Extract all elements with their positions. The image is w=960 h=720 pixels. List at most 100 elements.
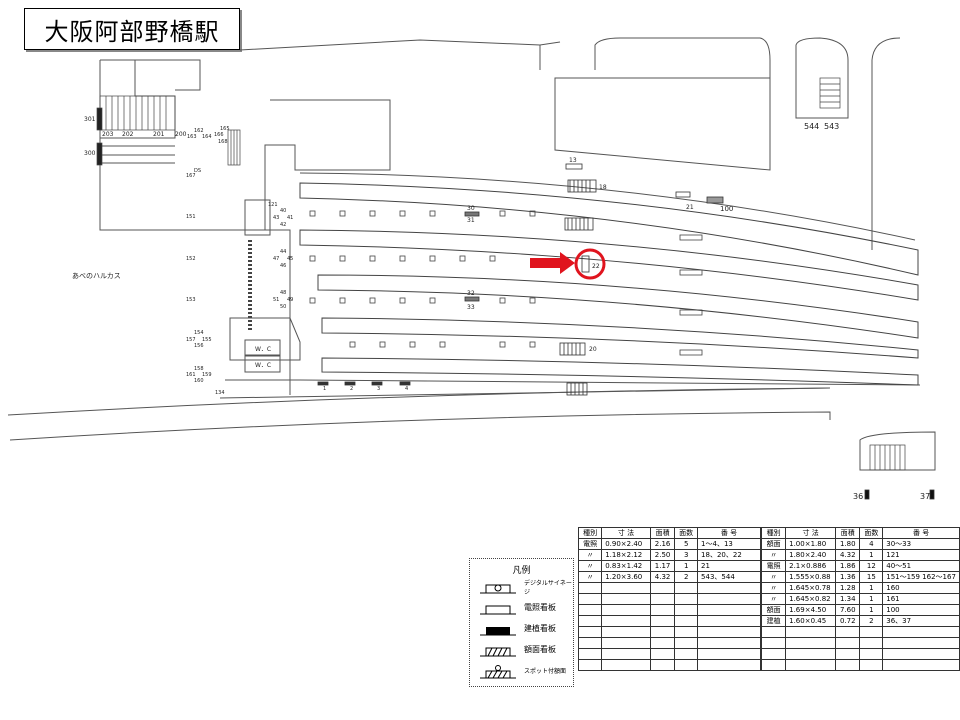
right-cell: 7.60: [835, 604, 861, 616]
legend-item-digital-signage: デジタルサイネージ: [470, 576, 573, 597]
right-cell: [882, 637, 960, 649]
label-163: 163: [187, 134, 197, 140]
left-cell: [674, 648, 699, 660]
right-cell: 100: [882, 604, 960, 616]
label-41: 41: [287, 215, 293, 221]
label-166: 166: [214, 132, 224, 138]
left-cell: [697, 593, 763, 605]
right-cell: 36、37: [882, 615, 960, 627]
left-cell: [649, 593, 676, 605]
label-42: 42: [280, 222, 286, 228]
left-cell: [697, 615, 763, 627]
right-cell: [785, 659, 837, 671]
right-cell: [760, 626, 787, 638]
right-cell: [835, 659, 861, 671]
right-cell: [760, 659, 787, 671]
label-36: 36: [853, 492, 863, 501]
left-cell: [649, 582, 676, 594]
left-cell: [601, 637, 651, 649]
label-155: 155: [202, 337, 212, 343]
left-header-cell: 面積: [649, 527, 676, 539]
label-2: 2: [350, 386, 353, 392]
label-51: 51: [273, 297, 279, 303]
label-20: 20: [589, 346, 597, 353]
left-cell: 18、20、22: [697, 549, 763, 561]
label-167: 167: [186, 173, 196, 179]
left-header-cell: 面数: [674, 527, 699, 539]
label-168: 168: [218, 139, 228, 145]
right-cell: 電照: [760, 560, 787, 572]
label-ds: DS: [194, 168, 201, 174]
left-cell: [674, 659, 699, 671]
right-cell: 4.32: [835, 549, 861, 561]
label-100: 100: [720, 205, 733, 213]
right-cell: 1.645×0.82: [785, 593, 837, 605]
left-cell: 1.18×2.12: [601, 549, 651, 561]
left-cell: [697, 648, 763, 660]
left-cell: [674, 604, 699, 616]
label-21: 21: [686, 204, 694, 211]
right-cell: 160: [882, 582, 960, 594]
legend-item-frame-sign: 額面看板: [470, 639, 573, 660]
left-cell: 1.17: [649, 560, 676, 572]
right-cell: [760, 648, 787, 660]
left-cell: [697, 604, 763, 616]
label-156: 156: [194, 343, 204, 349]
left-cell: 4.32: [649, 571, 676, 583]
right-cell: 額面: [760, 538, 787, 550]
label-158: 158: [194, 366, 204, 372]
label-47: 47: [273, 256, 279, 262]
right-cell: [882, 648, 960, 660]
stairs: [96, 77, 906, 471]
right-cell: 1: [859, 604, 884, 616]
label-wc-2: W．C: [255, 362, 271, 369]
table-row: [577, 648, 960, 660]
right-cell: 40〜51: [882, 560, 960, 572]
right-cell: 1.36: [835, 571, 861, 583]
left-cell: 2.16: [649, 538, 676, 550]
label-160: 160: [194, 378, 204, 384]
left-cell: [601, 659, 651, 671]
label-121: 121: [268, 202, 278, 208]
legend-item-spotlight-frame: スポット付額面: [470, 660, 573, 681]
right-cell: 1: [859, 582, 884, 594]
table-row: [577, 659, 960, 671]
left-cell: [674, 615, 699, 627]
right-header-cell: 面数: [859, 527, 884, 539]
left-cell: [601, 615, 651, 627]
left-cell: [649, 659, 676, 671]
right-cell: 1.80×2.40: [785, 549, 837, 561]
left-cell: 〃: [577, 571, 603, 583]
left-cell: [577, 615, 603, 627]
label-159: 159: [202, 372, 212, 378]
right-cell: 1.86: [835, 560, 861, 572]
frame-sign-icon: [480, 647, 516, 656]
label-50: 50: [280, 304, 286, 310]
right-cell: 1.80: [835, 538, 861, 550]
left-cell: 3: [674, 549, 699, 561]
right-cell: 2: [859, 615, 884, 627]
label-152: 152: [186, 256, 196, 262]
left-cell: [649, 604, 676, 616]
left-cell: 5: [674, 538, 699, 550]
left-cell: [577, 626, 603, 638]
label-43: 43: [273, 215, 279, 221]
left-cell: [649, 626, 676, 638]
left-cell: [697, 659, 763, 671]
right-cell: [785, 626, 837, 638]
left-cell: [674, 593, 699, 605]
right-cell: 121: [882, 549, 960, 561]
right-cell: [859, 626, 884, 638]
right-cell: [859, 637, 884, 649]
label-3: 3: [377, 386, 380, 392]
label-301: 301: [84, 116, 96, 123]
label-wc-1: W．C: [255, 346, 271, 353]
right-cell: 12: [859, 560, 884, 572]
right-cell: [859, 648, 884, 660]
right-cell: 1.645×0.78: [785, 582, 837, 594]
